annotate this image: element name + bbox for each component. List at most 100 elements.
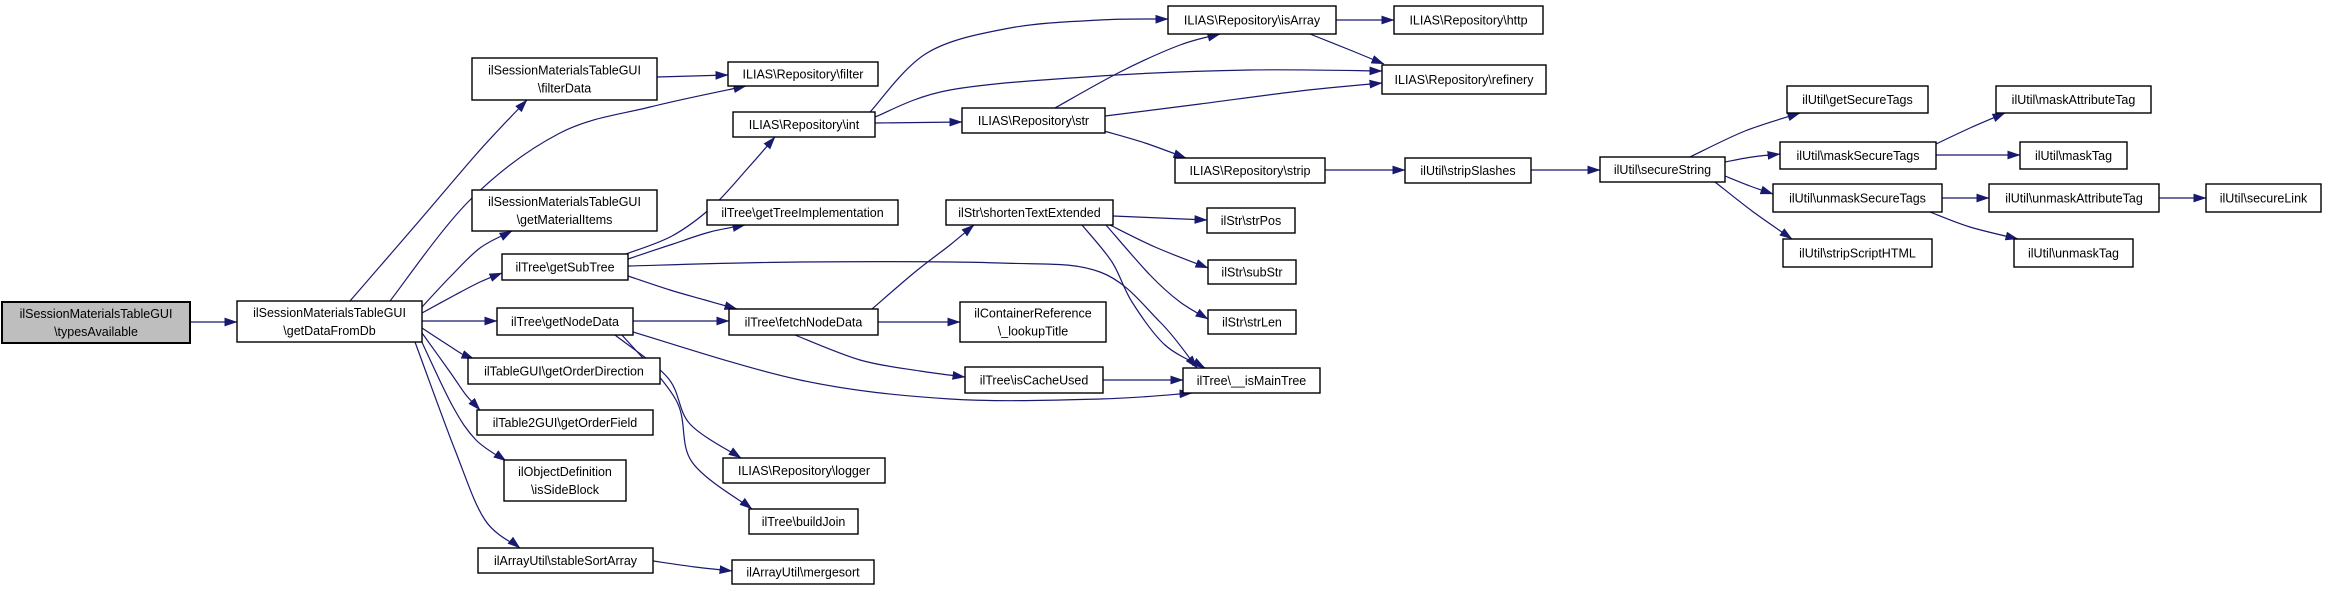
edge-mask-secure-tags--mask-attribute-tag bbox=[1935, 112, 2006, 145]
edge-repo-str--repo-is-array bbox=[1054, 32, 1221, 109]
node-is-main-tree[interactable]: ilTree\__isMainTree bbox=[1182, 367, 1321, 394]
node-box-repo-refinery bbox=[1381, 64, 1547, 95]
node-box-repo-http bbox=[1393, 5, 1544, 35]
node-is-side-block[interactable]: ilObjectDefinition\isSideBlock bbox=[503, 459, 627, 502]
edge-get-node-data--repo-logger bbox=[614, 334, 742, 459]
node-label-repo-strip: ILIAS\Repository\strip bbox=[1190, 164, 1311, 178]
node-label-types-available: ilSessionMaterialsTableGUI\typesAvailabl… bbox=[20, 307, 173, 339]
node-box-filter-data bbox=[471, 57, 658, 101]
node-label-get-tree-implementation: ilTree\getTreeImplementation bbox=[721, 206, 883, 220]
node-secure-link[interactable]: ilUtil\secureLink bbox=[2205, 183, 2322, 213]
node-label-get-sub-tree: ilTree\getSubTree bbox=[515, 261, 614, 275]
node-repo-http[interactable]: ILIAS\Repository\http bbox=[1393, 5, 1544, 35]
edge-get-sub-tree--get-tree-implementation bbox=[627, 223, 746, 260]
node-filter-data[interactable]: ilSessionMaterialsTableGUI\filterData bbox=[471, 57, 658, 101]
node-label-repo-int: ILIAS\Repository\int bbox=[749, 118, 860, 132]
node-box-get-tree-implementation bbox=[706, 199, 899, 226]
node-types-available[interactable]: ilSessionMaterialsTableGUI\typesAvailabl… bbox=[1, 301, 191, 344]
node-repo-logger[interactable]: ILIAS\Repository\logger bbox=[722, 457, 886, 484]
node-mask-secure-tags[interactable]: ilUtil\maskSecureTags bbox=[1779, 141, 1937, 170]
node-label-is-main-tree: ilTree\__isMainTree bbox=[1197, 374, 1307, 388]
node-label-get-order-field: ilTable2GUI\getOrderField bbox=[493, 416, 638, 430]
node-get-node-data[interactable]: ilTree\getNodeData bbox=[496, 307, 634, 336]
edge-unmask-secure-tags--unmask-tag bbox=[1929, 211, 2019, 241]
edge-secure-string--strip-script-html bbox=[1714, 181, 1793, 240]
node-box-is-side-block bbox=[503, 459, 627, 502]
node-box-get-secure-tags bbox=[1786, 85, 1929, 114]
node-unmask-attribute-tag[interactable]: ilUtil\unmaskAttributeTag bbox=[1988, 183, 2160, 213]
edge-get-data-from-db--stable-sort-array bbox=[414, 341, 521, 549]
node-label-unmask-secure-tags: ilUtil\unmaskSecureTags bbox=[1789, 192, 1926, 206]
node-mergesort[interactable]: ilArrayUtil\mergesort bbox=[731, 559, 875, 585]
node-label-sub-str: ilStr\subStr bbox=[1221, 266, 1282, 280]
node-box-mergesort bbox=[731, 559, 875, 585]
node-get-order-field[interactable]: ilTable2GUI\getOrderField bbox=[476, 409, 654, 436]
node-repo-int[interactable]: ILIAS\Repository\int bbox=[732, 111, 876, 138]
node-box-repo-logger bbox=[722, 457, 886, 484]
node-label-fetch-node-data: ilTree\fetchNodeData bbox=[745, 316, 863, 330]
node-box-get-order-field bbox=[476, 409, 654, 436]
edge-repo-is-array--repo-refinery bbox=[1309, 33, 1385, 65]
node-label-str-len: ilStr\strLen bbox=[1222, 316, 1282, 330]
node-shorten-text-extended[interactable]: ilStr\shortenTextExtended bbox=[945, 199, 1114, 226]
node-box-fetch-node-data bbox=[728, 308, 879, 336]
node-label-build-join: ilTree\buildJoin bbox=[762, 515, 846, 529]
edge-repo-str--repo-strip bbox=[1103, 130, 1187, 159]
node-get-tree-implementation[interactable]: ilTree\getTreeImplementation bbox=[706, 199, 899, 226]
node-str-len[interactable]: ilStr\strLen bbox=[1207, 309, 1297, 335]
node-label-secure-string: ilUtil\secureString bbox=[1614, 163, 1711, 177]
node-box-str-len bbox=[1207, 309, 1297, 335]
node-box-unmask-secure-tags bbox=[1772, 183, 1943, 213]
node-str-pos[interactable]: ilStr\strPos bbox=[1206, 207, 1296, 234]
node-get-material-items[interactable]: ilSessionMaterialsTableGUI\getMaterialIt… bbox=[471, 189, 658, 232]
node-label-strip-slashes: ilUtil\stripSlashes bbox=[1420, 164, 1515, 178]
node-is-cache-used[interactable]: ilTree\isCacheUsed bbox=[964, 366, 1104, 394]
node-mask-attribute-tag[interactable]: ilUtil\maskAttributeTag bbox=[1995, 85, 2152, 114]
node-get-sub-tree[interactable]: ilTree\getSubTree bbox=[501, 253, 629, 281]
node-label-is-cache-used: ilTree\isCacheUsed bbox=[980, 374, 1089, 388]
node-label-repo-str: ILIAS\Repository\str bbox=[978, 114, 1089, 128]
node-box-mask-tag bbox=[2019, 141, 2128, 170]
edge-get-data-from-db--filter-data bbox=[349, 99, 528, 302]
node-lookup-title[interactable]: ilContainerReference\_lookupTitle bbox=[959, 301, 1107, 343]
node-strip-script-html[interactable]: ilUtil\stripScriptHTML bbox=[1782, 238, 1933, 268]
node-label-filter-data: ilSessionMaterialsTableGUI\filterData bbox=[488, 64, 641, 96]
node-box-build-join bbox=[748, 508, 859, 535]
node-box-shorten-text-extended bbox=[945, 199, 1114, 226]
node-fetch-node-data[interactable]: ilTree\fetchNodeData bbox=[728, 308, 879, 336]
node-box-get-data-from-db bbox=[236, 300, 423, 343]
node-sub-str[interactable]: ilStr\subStr bbox=[1207, 259, 1297, 285]
node-box-get-sub-tree bbox=[501, 253, 629, 281]
edge-secure-string--get-secure-tags bbox=[1689, 112, 1801, 158]
node-box-unmask-attribute-tag bbox=[1988, 183, 2160, 213]
node-mask-tag[interactable]: ilUtil\maskTag bbox=[2019, 141, 2128, 170]
node-get-secure-tags[interactable]: ilUtil\getSecureTags bbox=[1786, 85, 1929, 114]
node-unmask-secure-tags[interactable]: ilUtil\unmaskSecureTags bbox=[1772, 183, 1943, 213]
node-strip-slashes[interactable]: ilUtil\stripSlashes bbox=[1404, 157, 1532, 184]
node-get-data-from-db[interactable]: ilSessionMaterialsTableGUI\getDataFromDb bbox=[236, 300, 423, 343]
node-repo-filter[interactable]: ILIAS\Repository\filter bbox=[727, 61, 879, 87]
node-repo-strip[interactable]: ILIAS\Repository\strip bbox=[1174, 157, 1326, 184]
node-repo-is-array[interactable]: ILIAS\Repository\isArray bbox=[1167, 5, 1337, 35]
node-unmask-tag[interactable]: ilUtil\unmaskTag bbox=[2013, 238, 2134, 268]
node-box-sub-str bbox=[1207, 259, 1297, 285]
node-label-mask-secure-tags: ilUtil\maskSecureTags bbox=[1797, 149, 1920, 163]
edge-shorten-text-extended--sub-str bbox=[1109, 224, 1209, 269]
node-label-get-material-items: ilSessionMaterialsTableGUI\getMaterialIt… bbox=[488, 195, 641, 227]
node-build-join[interactable]: ilTree\buildJoin bbox=[748, 508, 859, 535]
node-get-order-direction[interactable]: ilTableGUI\getOrderDirection bbox=[467, 357, 661, 385]
edge-get-data-from-db--get-order-direction bbox=[421, 327, 475, 360]
edge-fetch-node-data--is-cache-used bbox=[794, 334, 966, 380]
node-repo-refinery[interactable]: ILIAS\Repository\refinery bbox=[1381, 64, 1547, 95]
node-stable-sort-array[interactable]: ilArrayUtil\stableSortArray bbox=[477, 547, 654, 574]
node-secure-string[interactable]: ilUtil\secureString bbox=[1599, 156, 1726, 183]
node-repo-str[interactable]: ILIAS\Repository\str bbox=[961, 107, 1106, 134]
node-label-repo-http: ILIAS\Repository\http bbox=[1409, 14, 1527, 28]
edge-get-node-data--is-main-tree bbox=[632, 331, 1193, 402]
edge-repo-str--repo-refinery bbox=[1104, 79, 1383, 117]
edge-stable-sort-array--mergesort bbox=[652, 560, 733, 574]
node-label-mask-tag: ilUtil\maskTag bbox=[2035, 149, 2112, 163]
node-label-repo-is-array: ILIAS\Repository\isArray bbox=[1184, 14, 1321, 28]
edge-fetch-node-data--shorten-text-extended bbox=[871, 224, 975, 310]
